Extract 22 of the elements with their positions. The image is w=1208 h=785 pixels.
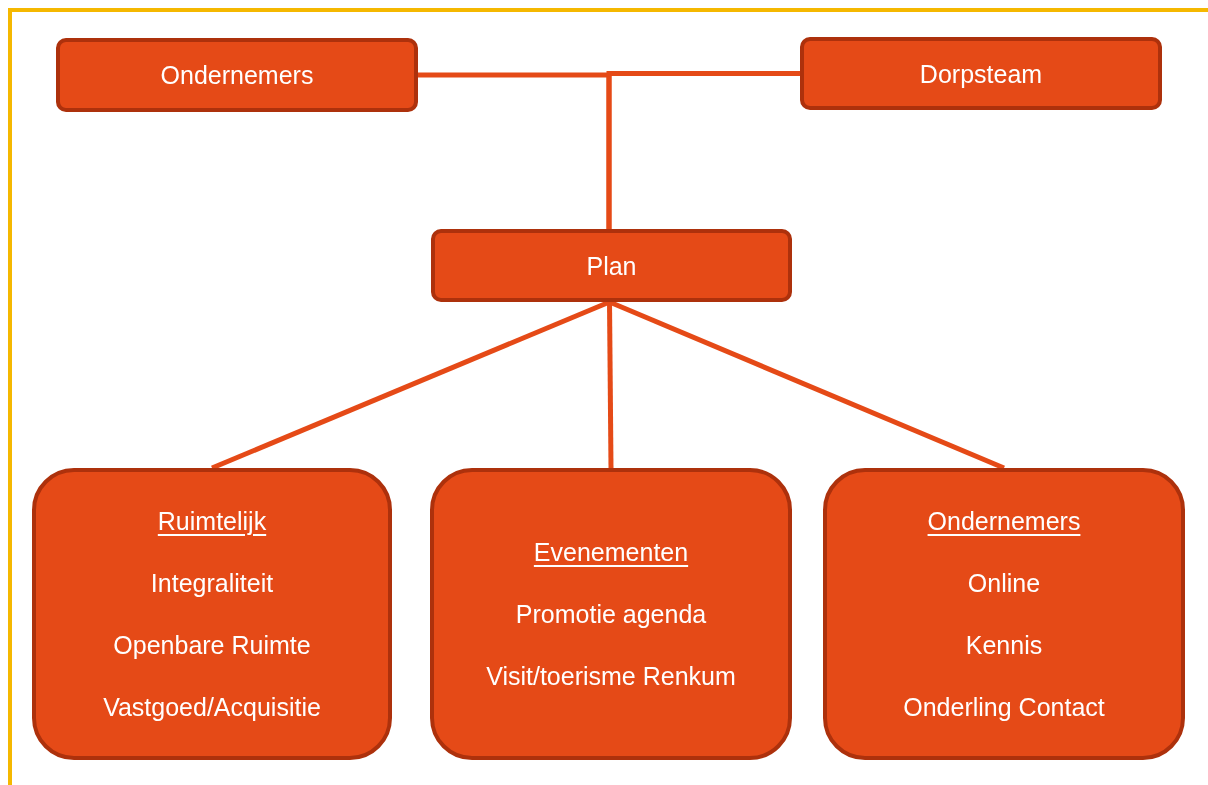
connector-line	[607, 301, 614, 469]
box-heading: Ruimtelijk	[157, 508, 267, 534]
connector-line	[606, 71, 800, 229]
box-label: Vastgoed/Acquisitie	[103, 694, 321, 720]
box-label: Openbare Ruimte	[113, 632, 311, 658]
box-label: Ondernemers	[160, 62, 314, 88]
box-label: Online	[967, 570, 1041, 596]
box-label: Onderling Contact	[903, 694, 1105, 720]
rounded-box	[800, 37, 1162, 110]
box-label: Visit/toerisme Renkum	[486, 663, 736, 689]
box-label: Promotie agenda	[515, 601, 707, 627]
category-box	[823, 468, 1185, 760]
box-heading: Evenementen	[533, 539, 689, 565]
box-label: Kennis	[965, 632, 1043, 658]
box-label: Dorpsteam	[919, 60, 1043, 87]
category-box	[430, 468, 792, 760]
rounded-box	[431, 229, 792, 302]
box-label: Integraliteit	[150, 570, 274, 596]
box-label: Plan	[586, 252, 637, 279]
category-box	[32, 468, 392, 760]
box-heading: Ondernemers	[927, 508, 1081, 534]
rounded-box	[56, 38, 418, 112]
